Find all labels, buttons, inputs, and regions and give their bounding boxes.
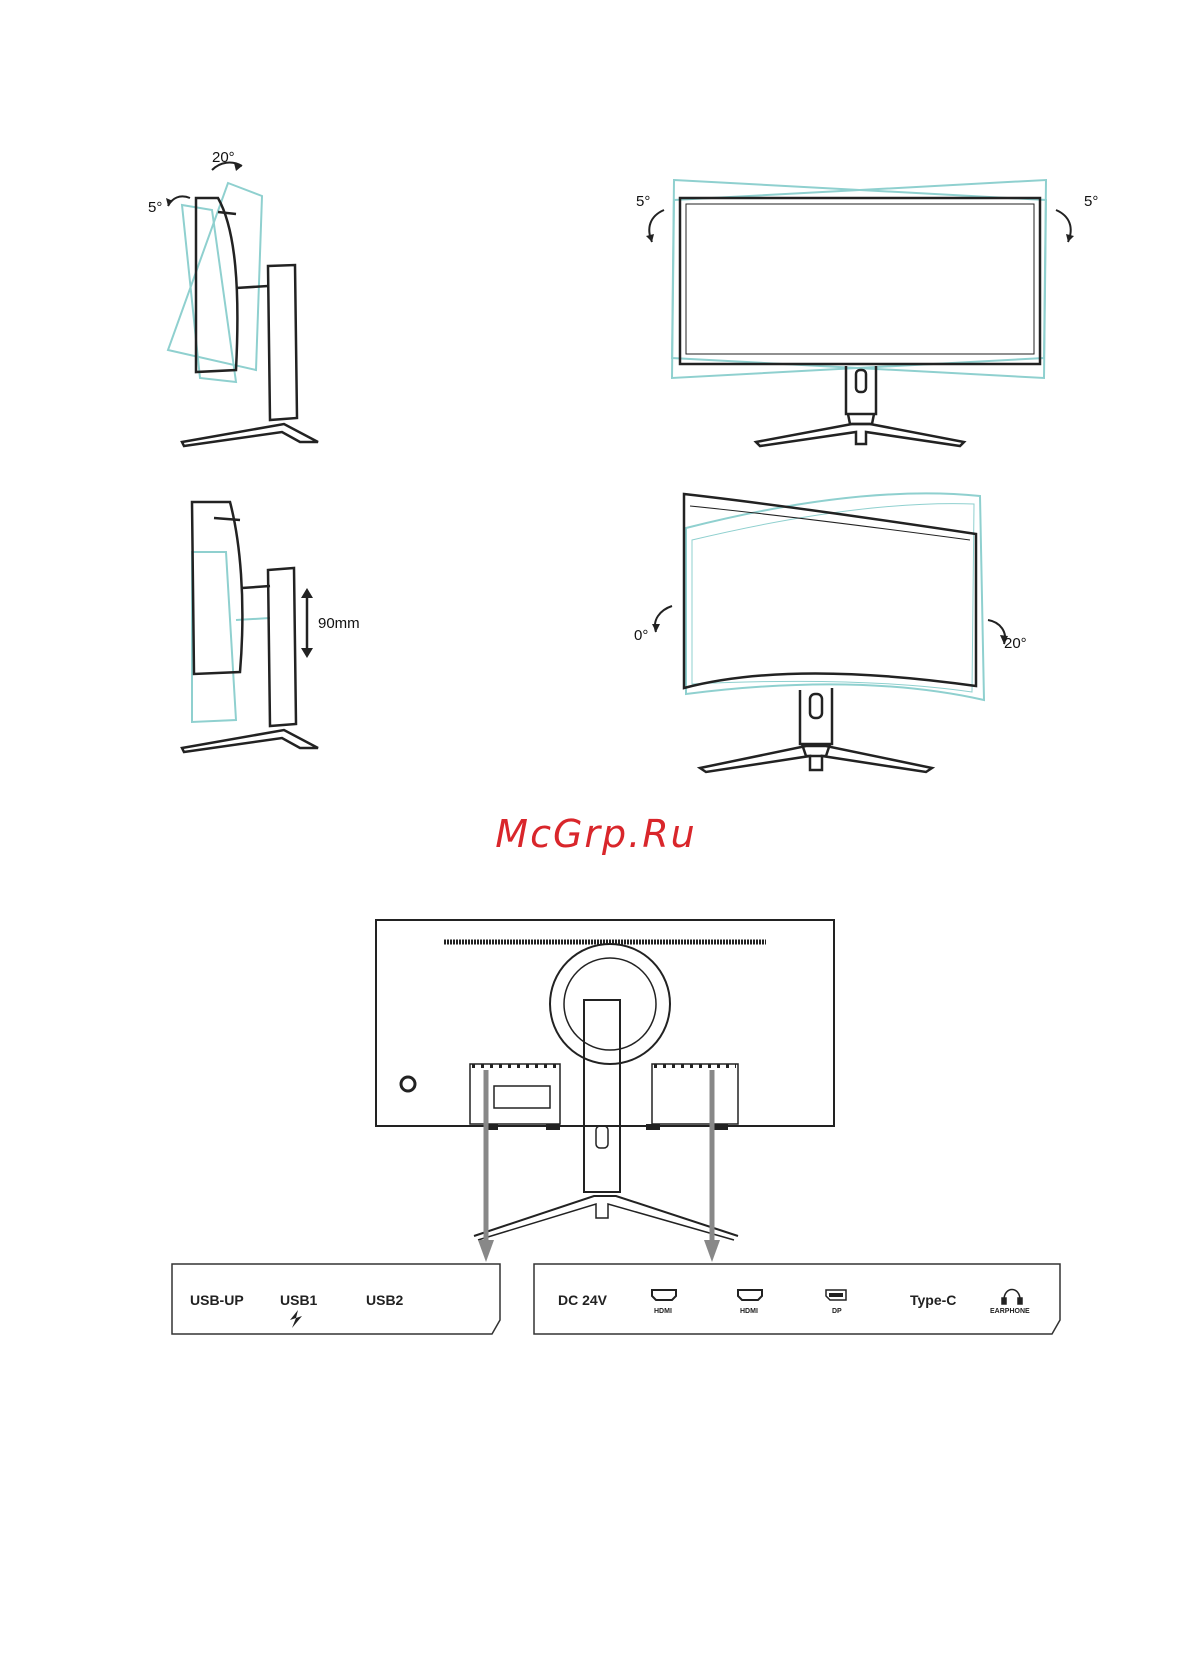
usb-up-label: USB-UP [190, 1292, 244, 1308]
pivot-figure: 0° 20° [634, 493, 1027, 772]
swivel-left-label: 5° [636, 193, 650, 210]
hdmi-1-icon [652, 1290, 676, 1300]
displayport-icon [826, 1290, 846, 1300]
headphone-icon [1002, 1290, 1022, 1305]
fast-charge-icon [290, 1310, 302, 1328]
type-c-label: Type-C [910, 1292, 956, 1308]
displayport-label: DP [832, 1308, 842, 1315]
watermark-text: McGrp.Ru [0, 812, 1192, 856]
rear-view-figure [376, 920, 834, 1240]
pivot-left-label: 0° [634, 627, 648, 644]
swivel-figure: 5° 5° [636, 180, 1098, 446]
dc-24v-label: DC 24V [558, 1292, 608, 1308]
hdmi-2-icon [738, 1290, 762, 1300]
right-port-panel: DC 24V HDMI HDMI DP Type-C EARPHONE [534, 1264, 1060, 1334]
left-port-panel: USB-UP USB1 USB2 [172, 1264, 500, 1334]
height-figure: 90mm [182, 502, 360, 752]
pivot-right-label: 20° [1004, 635, 1027, 652]
tilt-forward-label: 5° [148, 199, 162, 216]
tilt-figure: 20° 5° [148, 149, 318, 446]
usb2-label: USB2 [366, 1292, 404, 1308]
height-range-label: 90mm [318, 615, 360, 632]
hdmi-2-label: HDMI [740, 1308, 758, 1315]
usb1-label: USB1 [280, 1292, 318, 1308]
earphone-label: EARPHONE [990, 1308, 1030, 1315]
port-pointer-arrows [478, 1070, 720, 1262]
tilt-back-label: 20° [212, 149, 235, 166]
swivel-right-label: 5° [1084, 193, 1098, 210]
hdmi-1-label: HDMI [654, 1308, 672, 1315]
